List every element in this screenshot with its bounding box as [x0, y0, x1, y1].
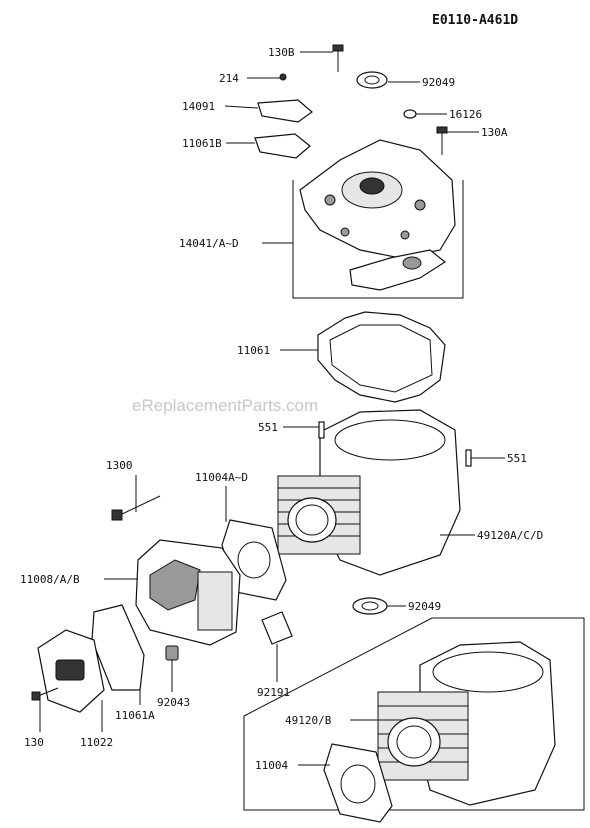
leader-14091 [224, 105, 259, 109]
cover-hole-1 [324, 194, 336, 206]
crankcase-cover-group [254, 44, 464, 299]
cover-hole-4 [340, 227, 350, 237]
group-box-top [292, 180, 464, 299]
cover-bore [359, 177, 385, 195]
inset-box [243, 617, 585, 811]
label-11061: 11061 [237, 344, 270, 357]
cover-lower-port [402, 256, 422, 270]
cylinder-head-group [31, 495, 293, 713]
label-130: 130 [24, 736, 44, 749]
watermark: eReplacementParts.com [132, 396, 318, 415]
label-214: 214 [219, 72, 239, 85]
pipe-92191 [261, 611, 293, 645]
cylinder-block-group [277, 409, 472, 576]
gasket-11061 [317, 311, 446, 403]
label-551-left: 551 [258, 421, 278, 434]
cover-hole-3 [400, 230, 410, 240]
short-block-bore-top [432, 651, 544, 693]
head-bolt-1300 [119, 495, 161, 516]
part-labels: 130B 214 92049 14091 16126 11061B 130A 1… [20, 46, 543, 772]
label-11004: 11004 [255, 759, 288, 772]
gasket-11061b [254, 133, 311, 159]
label-92191: 92191 [257, 686, 290, 699]
label-49120b: 49120/B [285, 714, 332, 727]
dowel-pin-right [465, 449, 472, 467]
washer-16126 [403, 109, 417, 119]
label-130a: 130A [481, 126, 508, 139]
label-11061a: 11061A [115, 709, 155, 722]
label-16126: 16126 [449, 108, 482, 121]
head-cover-badge [55, 659, 85, 681]
label-92049-bot: 92049 [408, 600, 441, 613]
cover-hole-2 [414, 199, 426, 211]
label-14091: 14091 [182, 100, 215, 113]
cylinder-head-valves [149, 559, 201, 611]
label-11061b: 11061B [182, 137, 222, 150]
head-bolt-1300-head [111, 509, 123, 521]
cylinder-bore [287, 497, 337, 543]
short-block-bore-inner [396, 725, 432, 759]
cylinder-head-fins [197, 571, 233, 631]
label-11004ad: 11004A~D [195, 471, 248, 484]
bolt-214 [279, 73, 287, 81]
short-block-gasket-bore [340, 764, 376, 804]
gasket-11061-inner [329, 324, 433, 393]
label-92043: 92043 [157, 696, 190, 709]
oil-seal-bottom-inner [361, 601, 379, 611]
cylinder-bore-inner [295, 504, 329, 536]
block-bore-top [334, 419, 446, 461]
cover-lower-gasket [349, 249, 447, 291]
diagram-code: E0110-A461D [432, 13, 518, 28]
plug-92043 [165, 645, 179, 661]
bolt-130 [37, 687, 59, 697]
dowel-pin-left [318, 421, 325, 439]
oil-seal-top [356, 71, 388, 89]
label-11008: 11008/A/B [20, 573, 80, 586]
short-block-bore [387, 717, 441, 767]
label-551-right: 551 [507, 452, 527, 465]
short-block-group [243, 617, 585, 823]
bolt-130b-head [332, 44, 344, 52]
label-14041: 14041/A~D [179, 237, 239, 250]
head-gasket-bore [237, 541, 271, 579]
leader-lines [39, 51, 505, 766]
oil-seal-bottom [352, 597, 388, 615]
oil-seal-top-inner [364, 75, 380, 85]
short-block-gasket [323, 743, 393, 823]
bolt-130-head [31, 691, 41, 701]
label-92049-top: 92049 [422, 76, 455, 89]
label-11022: 11022 [80, 736, 113, 749]
label-1300: 1300 [106, 459, 133, 472]
label-49120acd: 49120A/C/D [477, 529, 543, 542]
gasket-14091 [257, 99, 313, 123]
bolt-130a-head [436, 126, 448, 134]
label-130b: 130B [268, 46, 295, 59]
